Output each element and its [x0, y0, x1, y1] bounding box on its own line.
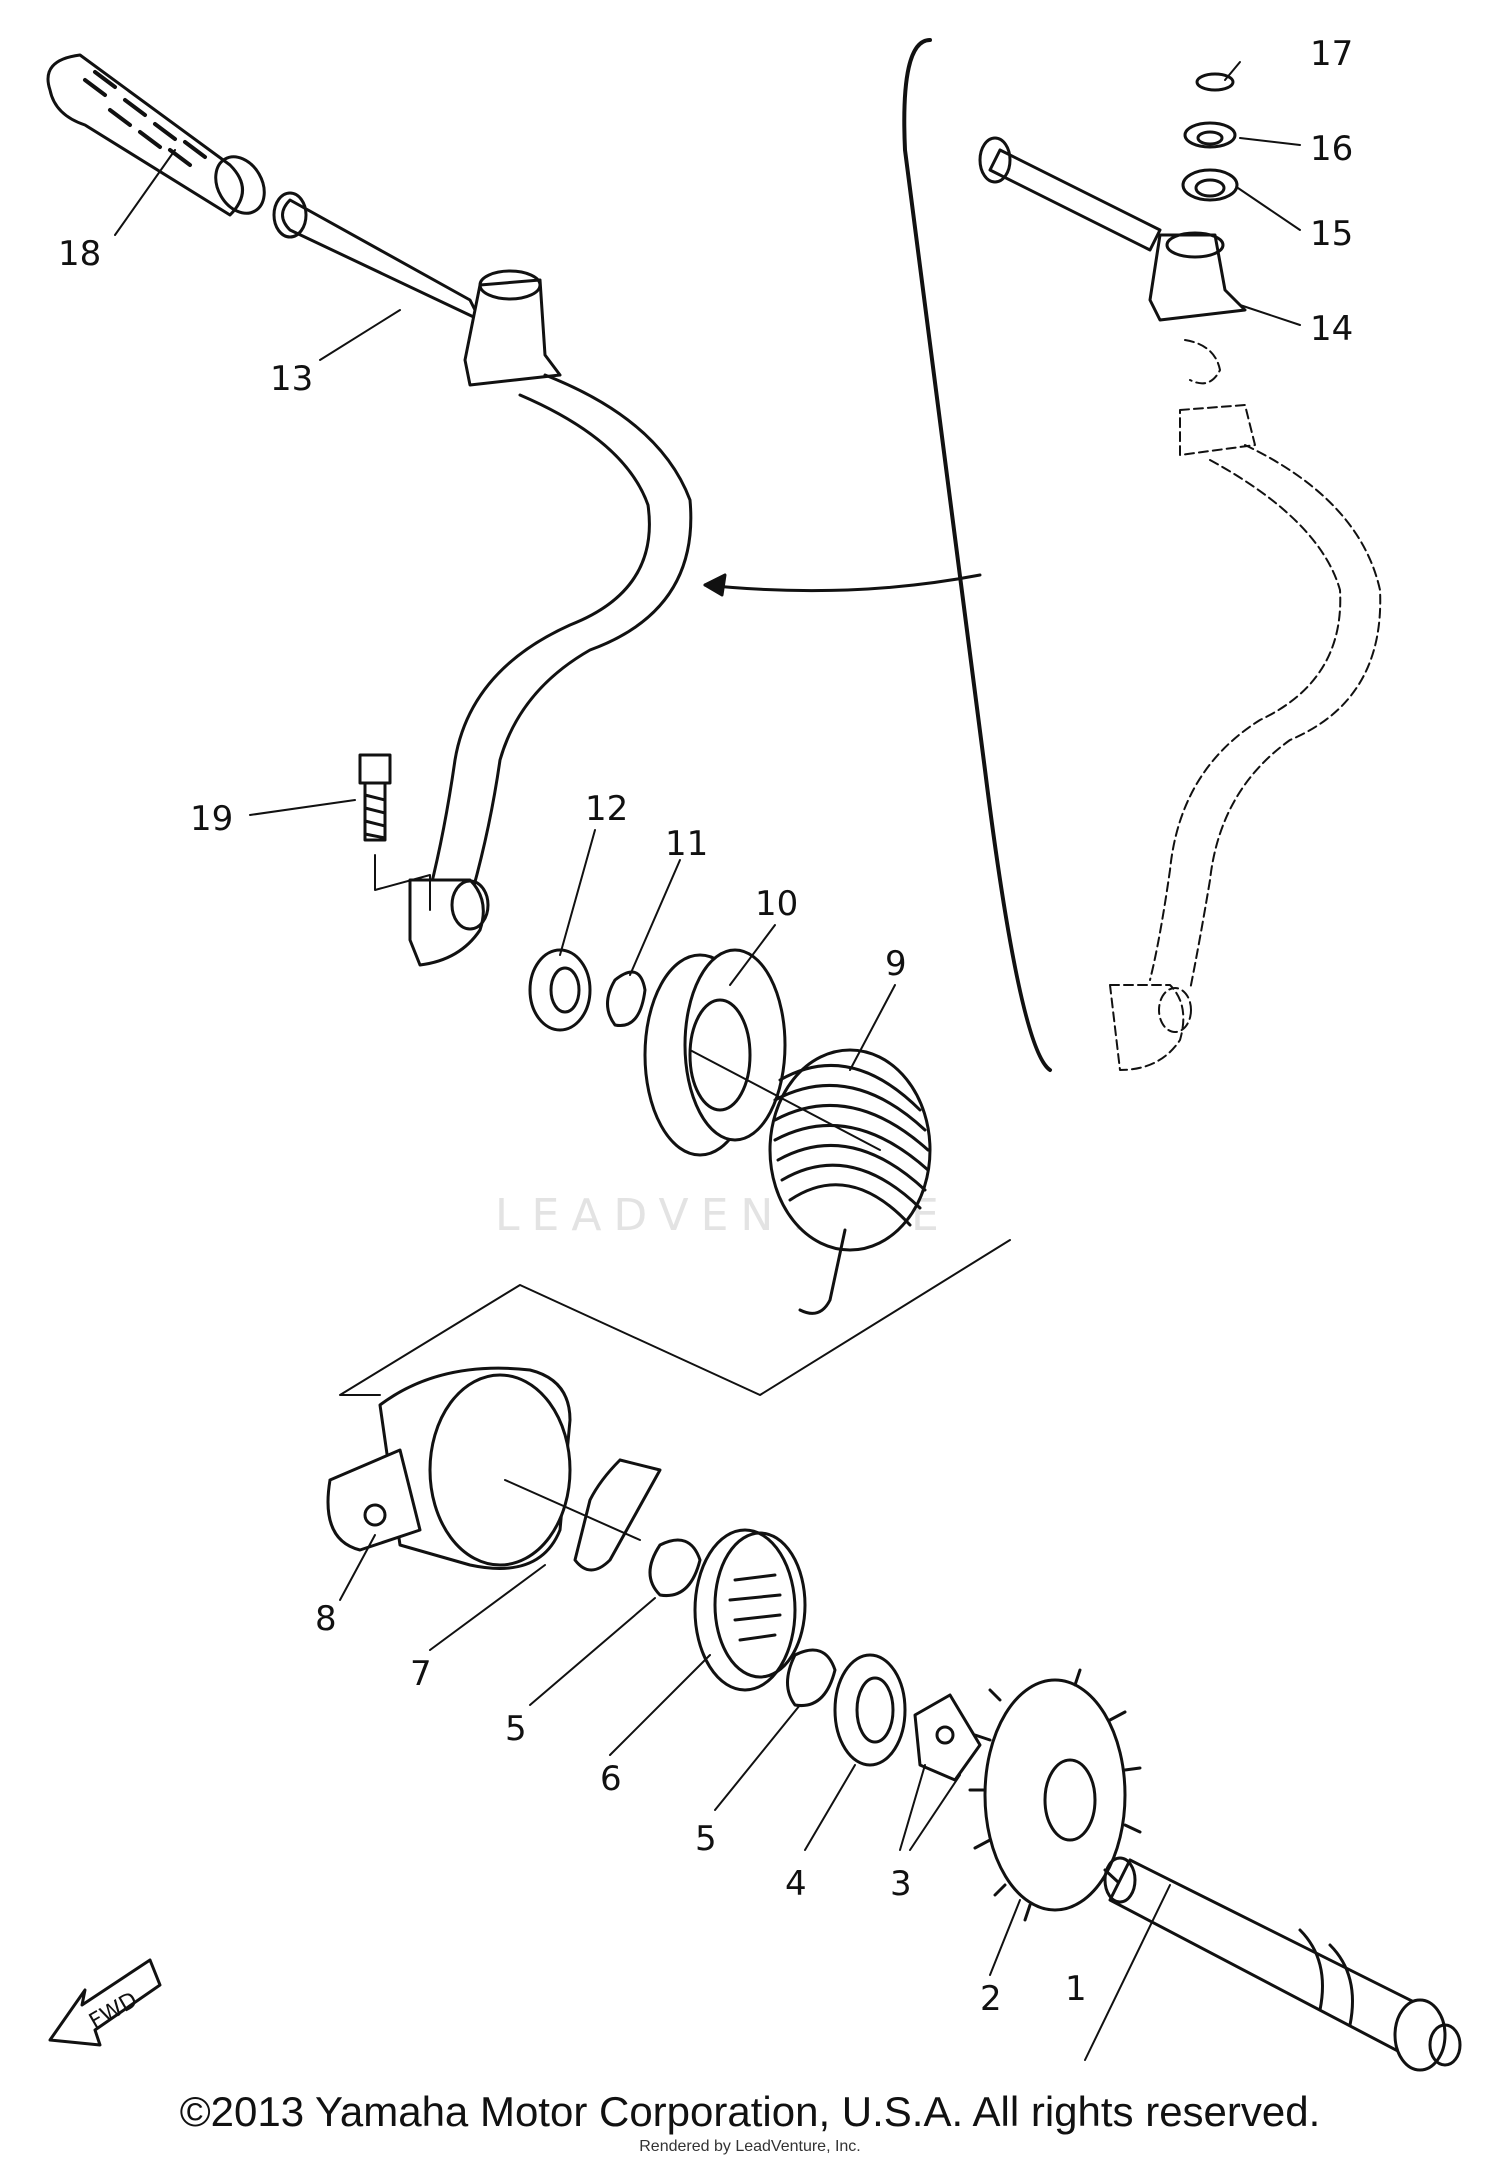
part-label-16: 16 — [1310, 129, 1353, 169]
part-label-10: 10 — [755, 884, 798, 924]
part-label-4: 4 — [785, 1864, 807, 1904]
inset-bushing — [1181, 168, 1239, 202]
part-label-3: 3 — [890, 1864, 912, 1904]
copyright-notice: ©2013 Yamaha Motor Corporation, U.S.A. A… — [179, 2088, 1321, 2135]
kick-crank — [272, 191, 693, 967]
part-label-2: 2 — [980, 1979, 1002, 2019]
stopper-clip — [573, 1458, 662, 1572]
render-credit: Rendered by LeadVenture, Inc. — [639, 2138, 861, 2155]
clip-pair — [913, 1693, 982, 1782]
spring-cover — [643, 948, 787, 1157]
torsion-spring — [689, 1048, 932, 1315]
part-labels: 1 2 3 4 5 5 6 7 8 9 10 11 12 13 14 15 16… — [58, 34, 1353, 2019]
part-label-7: 7 — [410, 1654, 432, 1694]
ratchet-wheel — [693, 1528, 807, 1692]
leader-lines — [114, 61, 1301, 2061]
part-label-19: 19 — [190, 799, 233, 839]
part-label-5a: 5 — [505, 1709, 527, 1749]
circlip — [606, 970, 647, 1028]
circlip-upper — [648, 1538, 702, 1598]
kick-case — [326, 1366, 641, 1570]
part-label-13: 13 — [270, 359, 313, 399]
inset-crank — [978, 136, 1247, 322]
part-label-8: 8 — [315, 1599, 337, 1639]
inset-divider — [902, 38, 1052, 1072]
part-label-11: 11 — [665, 824, 708, 864]
part-label-18: 18 — [58, 234, 101, 274]
part-label-5b: 5 — [695, 1819, 717, 1859]
oil-seal — [528, 948, 592, 1032]
kick-grip — [46, 53, 266, 217]
washer — [833, 1653, 907, 1767]
inset-circlip — [1195, 72, 1235, 92]
bolt — [358, 753, 431, 911]
circlip-lower — [786, 1648, 837, 1708]
inset-arrow — [703, 573, 982, 593]
kick-axle — [1103, 1856, 1462, 2072]
part-label-6: 6 — [600, 1759, 622, 1799]
part-label-12: 12 — [585, 789, 628, 829]
part-label-1: 1 — [1065, 1969, 1087, 2009]
assembly-leader — [339, 1239, 1011, 1396]
part-label-14: 14 — [1310, 309, 1353, 349]
part-label-9: 9 — [885, 944, 907, 984]
inset-crank-ghost — [1109, 339, 1382, 1071]
fwd-arrow-icon: FWD — [48, 1958, 162, 2047]
part-label-17: 17 — [1310, 34, 1353, 74]
part-label-15: 15 — [1310, 214, 1353, 254]
inset-washer — [1183, 121, 1237, 149]
kick-gear — [968, 1668, 1142, 1922]
